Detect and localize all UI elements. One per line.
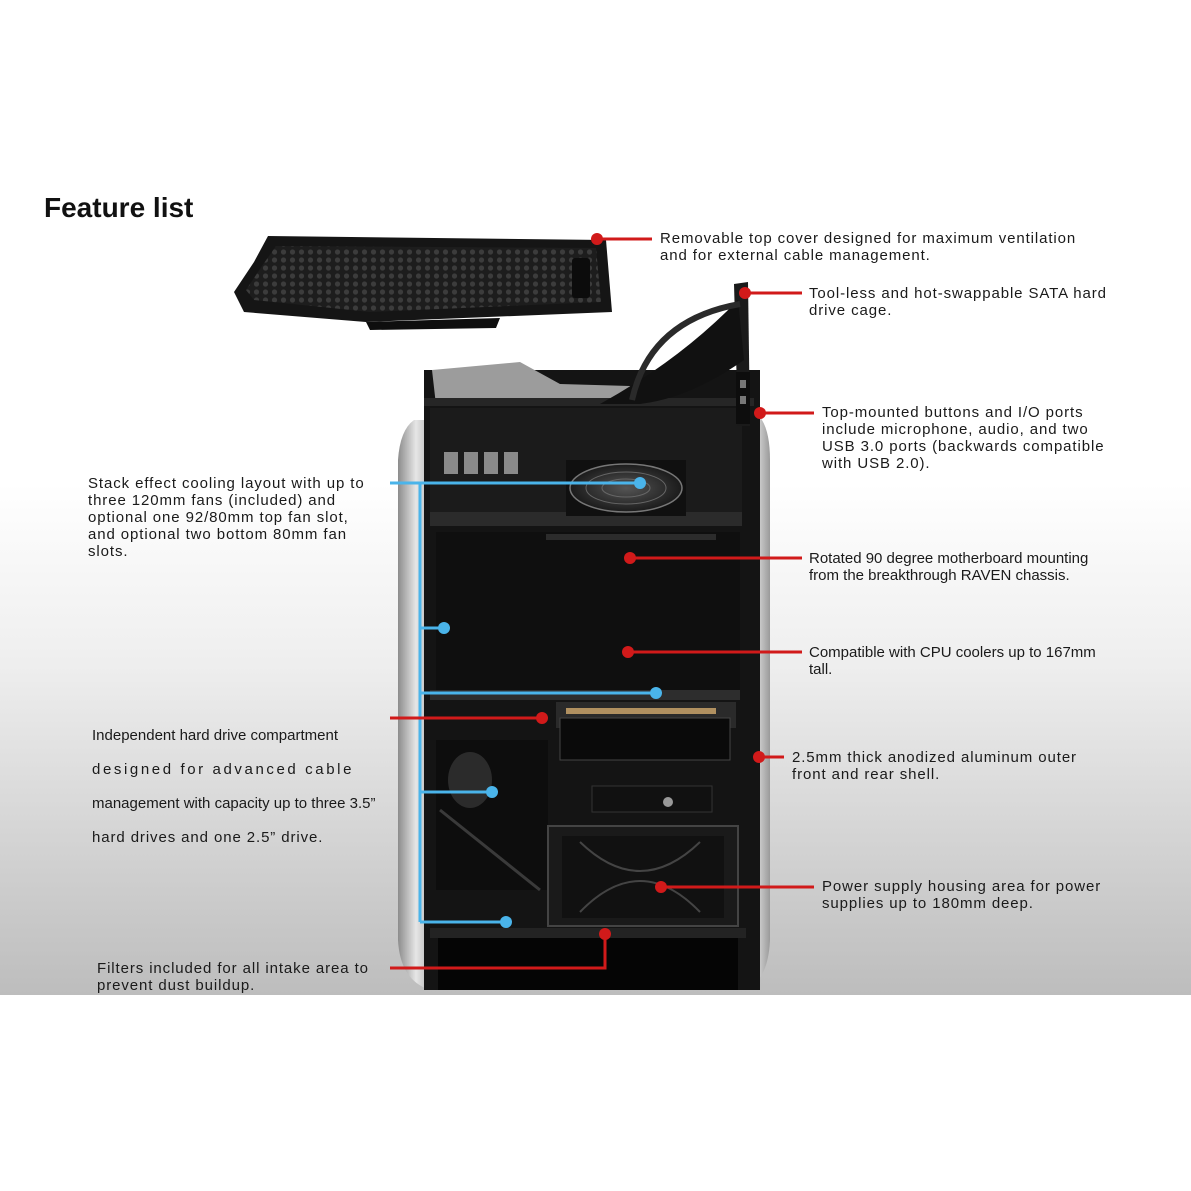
psu-area <box>547 825 739 927</box>
hdd-cage-internal <box>556 702 736 813</box>
top-fan <box>566 460 686 516</box>
callout-hdd-compartment-line-4: hard drives and one 2.5” drive. <box>92 829 324 846</box>
callout-hdd-compartment-line-1: Independent hard drive compartment <box>92 727 338 744</box>
top-cover <box>234 236 612 330</box>
hdd-cage-arm <box>600 282 750 426</box>
case-body <box>424 362 760 990</box>
callout-hdd-compartment-line-2: designed for advanced cable <box>92 761 355 778</box>
expansion-slots <box>444 452 518 474</box>
callout-io-ports: Top-mounted buttons and I/O ports includ… <box>822 404 1105 472</box>
callout-hdd-compartment: Independent hard drive compartment desig… <box>92 710 376 863</box>
callout-hdd-compartment-line-3: management with capacity up to three 3.5… <box>92 795 376 812</box>
callout-psu: Power supply housing area for power supp… <box>822 878 1102 912</box>
callout-cpu-cooler: Compatible with CPU coolers up to 167mm … <box>809 644 1096 678</box>
callout-motherboard: Rotated 90 degree motherboard mounting f… <box>809 550 1089 584</box>
callout-filters: Filters included for all intake area to … <box>97 960 369 994</box>
page-title: Feature list <box>44 192 194 223</box>
cooling-callout-dots <box>438 477 662 928</box>
motherboard-tray <box>436 532 740 694</box>
callout-hdd-cage: Tool-less and hot-swappable SATA hard dr… <box>809 285 1107 319</box>
callout-aluminum-shell: 2.5mm thick anodized aluminum outer fron… <box>792 749 1077 783</box>
callout-top-cover: Removable top cover designed for maximum… <box>660 230 1077 264</box>
cooling-callout-lines <box>390 481 656 924</box>
callout-cooling: Stack effect cooling layout with up to t… <box>88 475 365 560</box>
red-callout-dots <box>536 233 766 940</box>
